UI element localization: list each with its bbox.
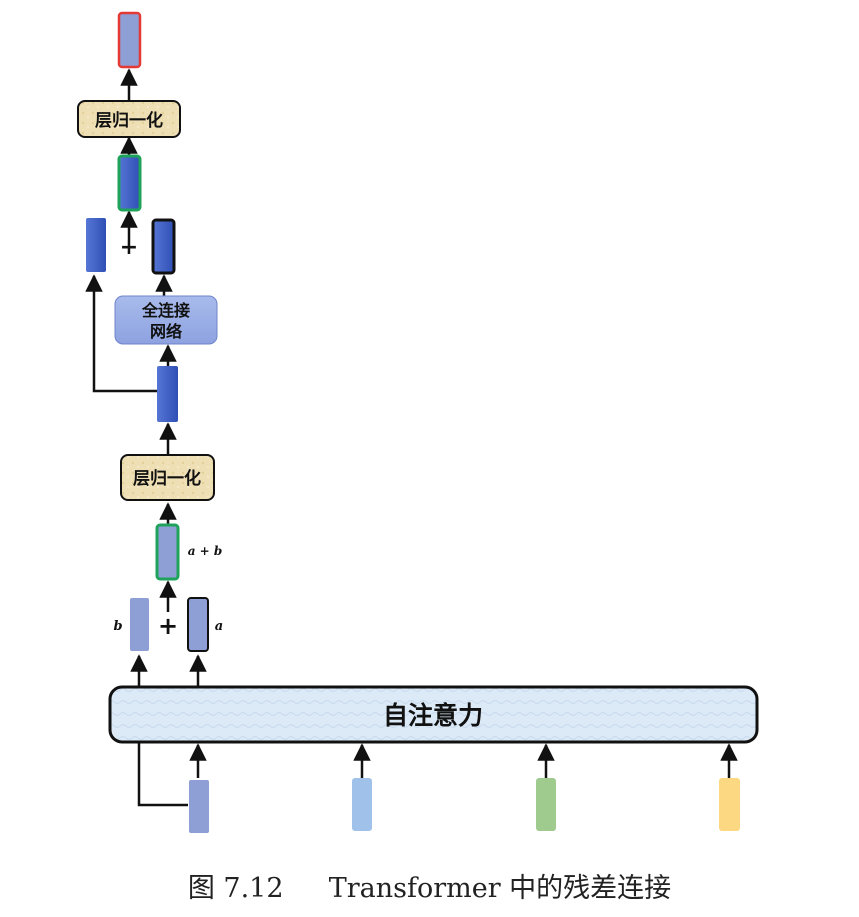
variable-sum-label: a + b [188,544,223,558]
variable-b-label: b [113,619,122,634]
self-attention-block: 自注意力 [108,685,759,744]
plus-sign-bottom: + [158,612,178,640]
self-attention-label: 自注意力 [383,701,483,730]
figure-title: Transformer 中的残差连接 [328,873,672,904]
vector-b [130,598,149,651]
figure-caption: 图 7.12 Transformer 中的残差连接 [0,866,859,905]
input-vector-4 [719,778,740,831]
layernorm-top-box [77,100,181,138]
plus-sign-top: + [120,235,138,260]
ffn-block: 全连接 网络 [114,295,218,345]
input-vector-2 [352,778,372,831]
ffn-box [114,295,218,345]
ffn-output-vector [151,218,176,275]
annotations: + + b a a + b [113,235,223,640]
figure-number: 图 7.12 [187,873,284,904]
layernorm-bottom-label: 层归一化 [133,468,201,489]
layernorm-bottom: 层归一化 [120,454,215,501]
vectors [86,11,740,833]
ffn-label-line1: 全连接 [141,301,190,320]
ffn-label-line2: 网络 [150,322,182,341]
residual-path-upper [85,274,157,393]
connections [85,68,738,807]
layernorm-bottom-box [120,454,215,501]
top-sum-vector [117,154,142,212]
vector-a [187,597,209,652]
self-attention-box [108,685,759,744]
input-vector-3 [536,778,556,831]
sum-vector-ab [155,523,180,581]
final-output-vector [117,11,142,69]
middle-vector [157,366,178,422]
upper-residual-vector [86,218,106,272]
input-vector-1 [189,780,209,833]
variable-a-label: a [215,619,223,634]
layernorm-top: 层归一化 [77,100,181,138]
layernorm-top-label: 层归一化 [95,110,163,131]
